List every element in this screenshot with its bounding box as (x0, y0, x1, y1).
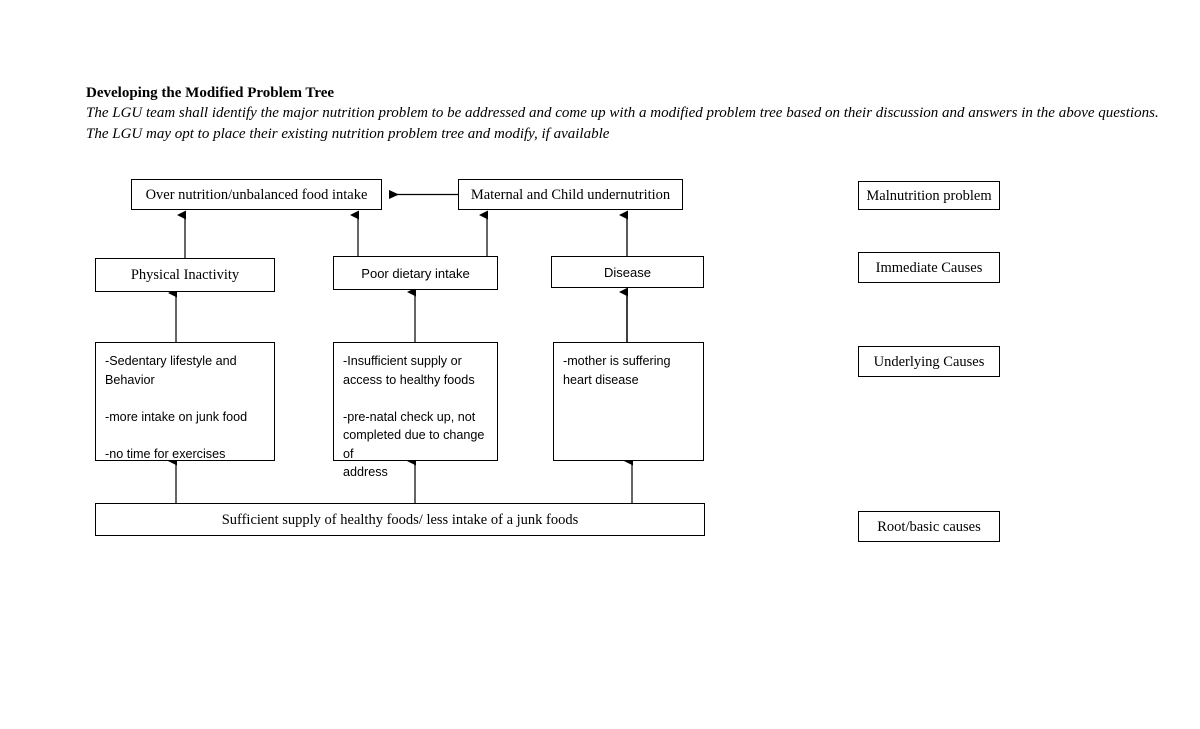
node-disease-label: Disease (604, 264, 651, 280)
node-insufficient-supply[interactable]: -Insufficient supply or access to health… (333, 342, 498, 479)
header-block: Developing the Modified Problem Tree The… (86, 84, 1159, 145)
node-sedentary-lifestyle[interactable]: -Sedentary lifestyle and Behavior -more … (95, 342, 275, 461)
node-poor-dietary-intake-label: Poor dietary intake (361, 265, 470, 281)
node-sedentary-lifestyle-label: -Sedentary lifestyle and Behavior -more … (105, 354, 248, 461)
legend-malnutrition-problem[interactable]: Malnutrition problem (858, 181, 1000, 210)
legend-root-basic-causes-label: Root/basic causes (877, 518, 981, 535)
legend-underlying-causes[interactable]: Underlying Causes (858, 346, 1000, 377)
legend-malnutrition-problem-label: Malnutrition problem (866, 187, 992, 204)
node-root-sufficient-supply-label: Sufficient supply of healthy foods/ less… (221, 511, 579, 528)
legend-immediate-causes[interactable]: Immediate Causes (858, 252, 1000, 283)
node-physical-inactivity[interactable]: Physical Inactivity (95, 258, 275, 292)
page-title: Developing the Modified Problem Tree (86, 85, 335, 101)
intro-line-2: The LGU may opt to place their existing … (86, 126, 610, 142)
node-disease[interactable]: Disease (551, 256, 704, 288)
legend-root-basic-causes[interactable]: Root/basic causes (858, 511, 1000, 542)
node-physical-inactivity-label: Physical Inactivity (130, 267, 240, 283)
node-poor-dietary-intake[interactable]: Poor dietary intake (333, 256, 498, 290)
node-mother-heart-disease[interactable]: -mother is suffering heart disease (553, 342, 704, 461)
node-maternal-child-undernutrition-label: Maternal and Child undernutrition (470, 186, 671, 203)
legend-immediate-causes-label: Immediate Causes (875, 259, 983, 276)
node-maternal-child-undernutrition[interactable]: Maternal and Child undernutrition (458, 179, 683, 210)
node-over-nutrition[interactable]: Over nutrition/unbalanced food intake (131, 179, 382, 210)
node-mother-heart-disease-label: -mother is suffering heart disease (563, 354, 671, 387)
legend-underlying-causes-label: Underlying Causes (873, 353, 985, 370)
node-root-sufficient-supply[interactable]: Sufficient supply of healthy foods/ less… (95, 503, 705, 536)
node-over-nutrition-label: Over nutrition/unbalanced food intake (145, 186, 368, 203)
node-insufficient-supply-label: -Insufficient supply or access to health… (343, 354, 485, 479)
intro-line-1: The LGU team shall identify the major nu… (86, 105, 1159, 121)
